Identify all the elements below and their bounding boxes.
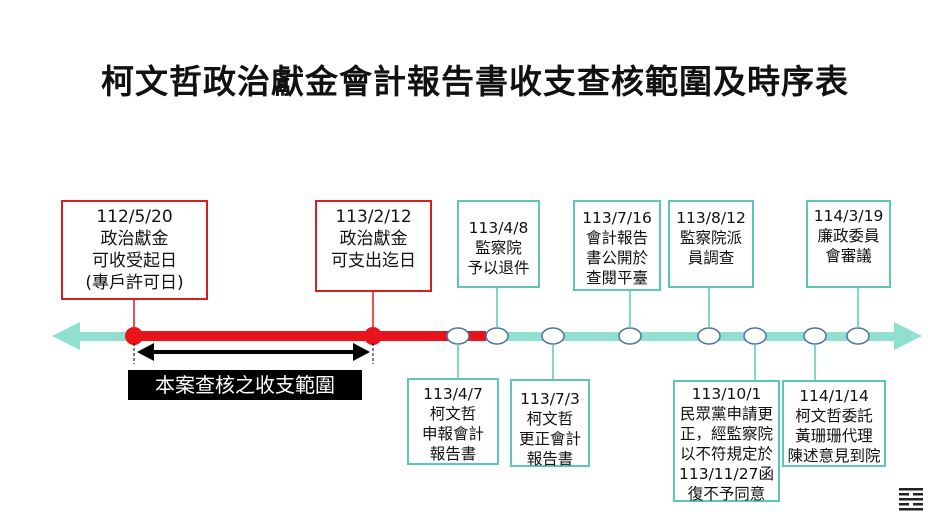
marker-113-7-3: [541, 327, 565, 345]
event-box-113-7-3: 113/7/3 柯文哲 更正會計 報告書: [510, 379, 590, 468]
event-box-113-7-16: 113/7/16 會計報告 書公開於 查閱平臺: [573, 200, 661, 291]
marker-113-7-16: [618, 327, 642, 345]
timeline-left-arrowhead: [52, 322, 80, 350]
marker-113-4-7: [446, 327, 470, 345]
marker-114-3-19: [846, 327, 870, 345]
event-box-113-4-7: 113/4/7 柯文哲 申報會計 報告書: [407, 378, 499, 465]
marker-113-10-1: [743, 327, 767, 345]
monitoring-bureau-logo-icon: [899, 488, 923, 511]
page-title: 柯文哲政治獻金會計報告書收支查核範圍及時序表: [101, 62, 849, 101]
event-box-113-4-8: 113/4/8 監察院 予以退件: [457, 200, 540, 288]
scope-segment: [134, 331, 486, 341]
scope-label: 本案查核之收支範圍: [128, 370, 362, 400]
timeline-right-arrowhead: [894, 322, 922, 350]
marker-113-2-12: [364, 327, 382, 345]
scope-double-arrow: [133, 343, 374, 364]
marker-113-4-8: [485, 327, 509, 345]
marker-113-8-12: [697, 327, 721, 345]
event-box-114-3-19: 114/3/19 廉政委員 會審議: [806, 200, 891, 288]
marker-112-5-20: [125, 327, 143, 345]
event-box-113-10-1: 113/10/1 民眾黨申請更 正，經監察院 以不符規定於 113/11/27函…: [673, 380, 780, 503]
event-box-114-1-14: 114/1/14 柯文哲委託 黃珊珊代理 陳述意見到院: [782, 380, 886, 467]
marker-114-1-14: [803, 327, 827, 345]
event-box-113-8-12: 113/8/12 監察院派 員調查: [668, 200, 754, 288]
event-box-112-5-20: 112/5/20 政治獻金 可收受起日 (專戶許可日): [61, 200, 208, 300]
event-box-113-2-12: 113/2/12 政治獻金 可支出迄日: [315, 200, 432, 292]
